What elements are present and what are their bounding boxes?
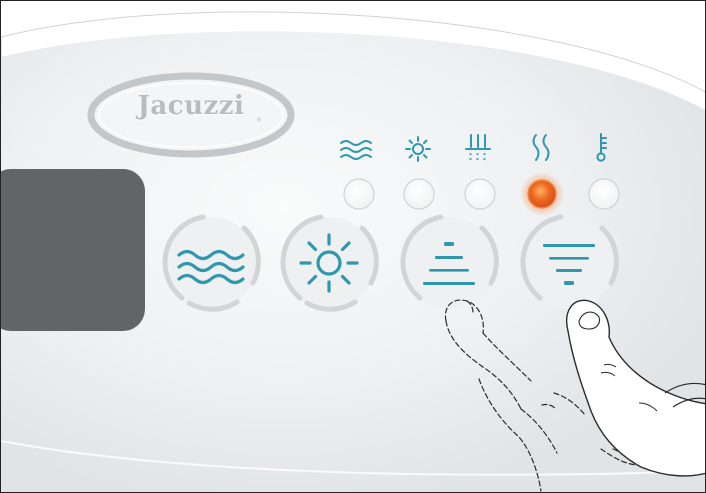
display-screen bbox=[1, 169, 145, 331]
jets-indicator-led bbox=[344, 179, 374, 209]
light-indicator-led bbox=[404, 179, 434, 209]
heater-indicator-led-on bbox=[528, 180, 556, 208]
blower-indicator-led bbox=[465, 179, 495, 209]
registered-mark: ® bbox=[256, 117, 262, 124]
temperature-indicator-led bbox=[589, 179, 619, 209]
